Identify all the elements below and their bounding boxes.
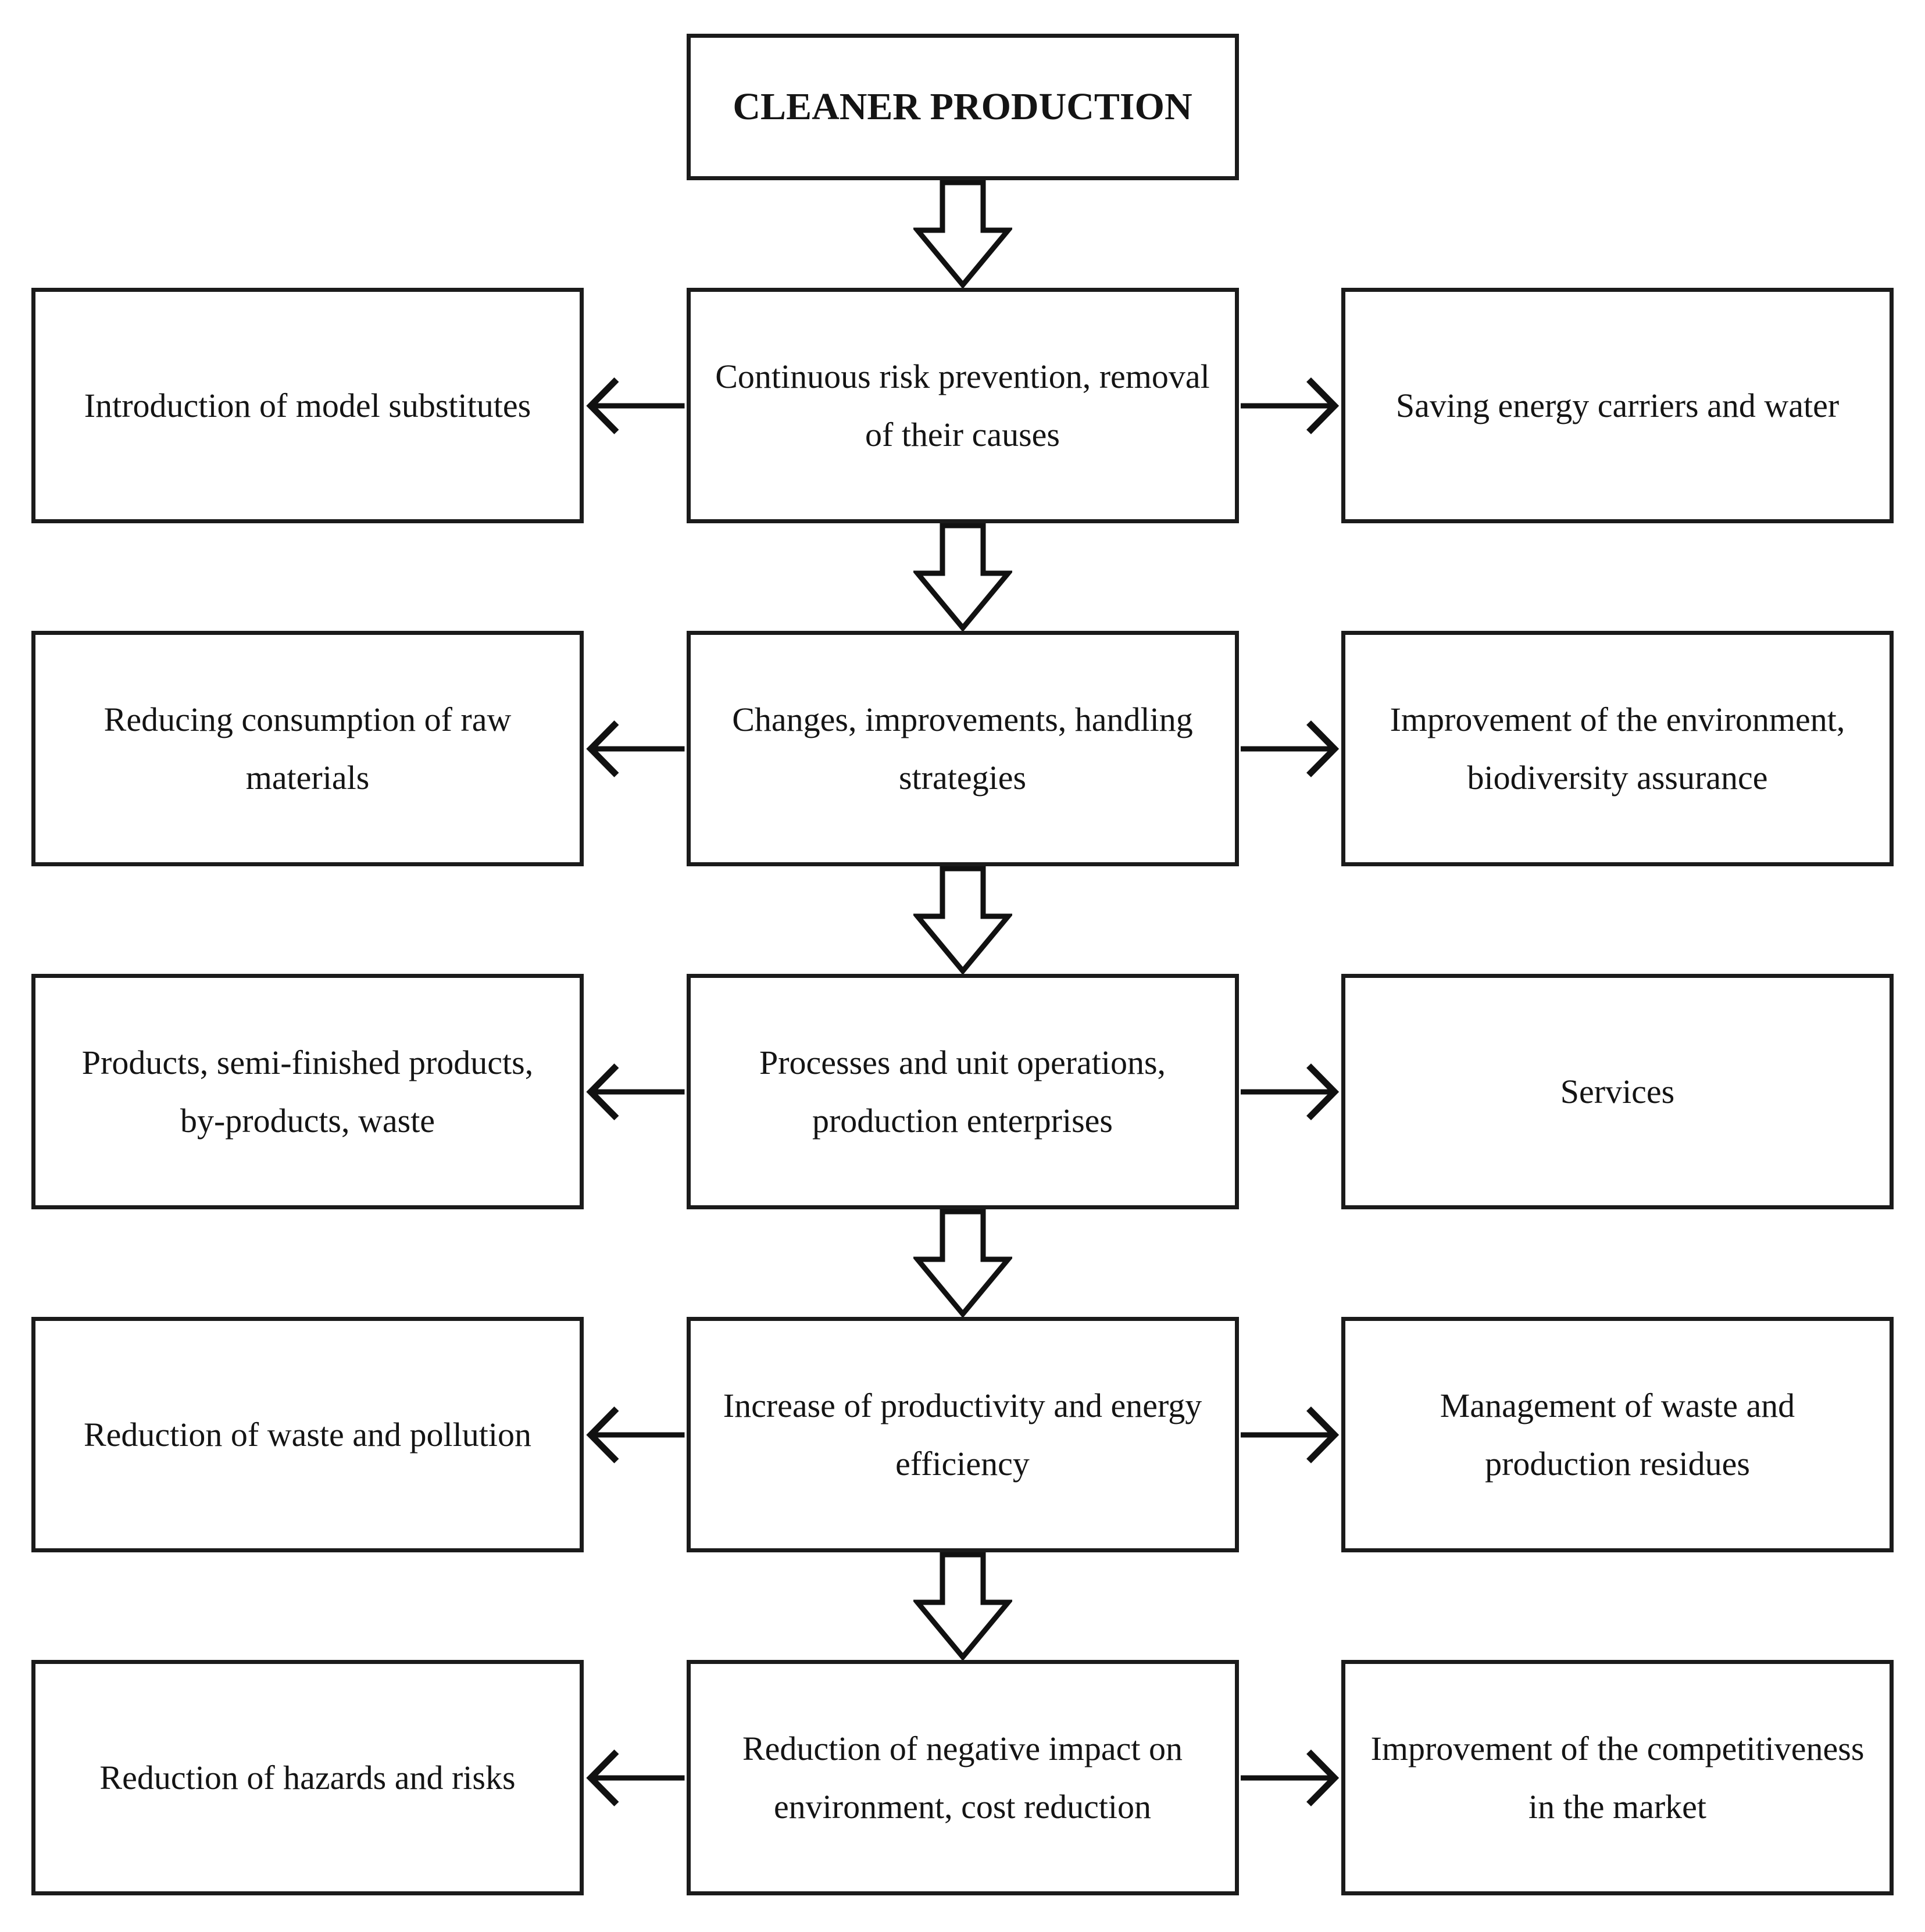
box-environment-biodiversity: Improvement of the environment, biodiver…	[1341, 631, 1894, 866]
box-label: Reducing consumption of raw materials	[103, 700, 512, 797]
box-processes-unit-operations: Processes and unit operations, productio…	[686, 974, 1239, 1209]
box-label: Continuous risk prevention, removal of t…	[715, 357, 1210, 453]
down-arrow-icon	[687, 866, 1239, 974]
title-row: CLEANER PRODUCTION	[31, 34, 1894, 180]
box-raw-materials: Reducing consumption of raw materials	[31, 631, 584, 866]
box-model-substitutes: Introduction of model substitutes	[31, 288, 584, 523]
down-arrow-icon	[687, 1552, 1239, 1660]
left-arrow-icon	[584, 974, 687, 1209]
box-energy-water-saving: Saving energy carriers and water	[1341, 288, 1894, 523]
right-arrow-icon	[1239, 1660, 1342, 1895]
right-arrow-icon	[1239, 1317, 1342, 1552]
box-hazards-risks-reduction: Reduction of hazards and risks	[31, 1660, 584, 1895]
right-arrow-icon	[1239, 631, 1342, 866]
box-waste-residues-management: Management of waste and production resid…	[1341, 1317, 1894, 1552]
arrow-row-3	[31, 866, 1894, 974]
flow-row-5: Reduction of hazards and risks Reduction…	[31, 1660, 1894, 1895]
arrow-row-2	[31, 523, 1894, 631]
right-arrow-icon	[1239, 974, 1342, 1209]
box-label: Improvement of the environment, biodiver…	[1390, 700, 1845, 797]
box-label: Increase of productivity and energy effi…	[723, 1386, 1202, 1483]
box-negative-impact-cost-reduction: Reduction of negative impact on environm…	[686, 1660, 1239, 1895]
cleaner-production-label: CLEANER PRODUCTION	[733, 85, 1192, 128]
flow-row-4: Reduction of waste and pollution Increas…	[31, 1317, 1894, 1552]
arrow-row-5	[31, 1552, 1894, 1660]
box-risk-prevention: Continuous risk prevention, removal of t…	[686, 288, 1239, 523]
flow-row-2: Reducing consumption of raw materials Ch…	[31, 631, 1894, 866]
arrow-row-4	[31, 1209, 1894, 1317]
flow-row-3: Products, semi-finished products, by-pro…	[31, 974, 1894, 1209]
box-services: Services	[1341, 974, 1894, 1209]
right-arrow-icon	[1239, 288, 1342, 523]
box-label: Improvement of the competitiveness in th…	[1370, 1729, 1865, 1826]
box-market-competitiveness: Improvement of the competitiveness in th…	[1341, 1660, 1894, 1895]
box-label: Management of waste and production resid…	[1440, 1386, 1795, 1483]
left-arrow-icon	[584, 1660, 687, 1895]
box-label: Reduction of negative impact on environm…	[742, 1729, 1183, 1826]
cleaner-production-box: CLEANER PRODUCTION	[686, 34, 1239, 180]
box-changes-improvements: Changes, improvements, handling strategi…	[686, 631, 1239, 866]
box-label: Changes, improvements, handling strategi…	[732, 700, 1193, 797]
box-products-byproducts-waste: Products, semi-finished products, by-pro…	[31, 974, 584, 1209]
box-label: Reduction of hazards and risks	[99, 1758, 516, 1797]
arrow-row-1	[31, 180, 1894, 288]
down-arrow-icon	[687, 180, 1239, 288]
down-arrow-icon	[687, 523, 1239, 631]
flow-row-1: Introduction of model substitutes Contin…	[31, 288, 1894, 523]
box-label: Introduction of model substitutes	[84, 386, 531, 424]
box-label: Reduction of waste and pollution	[84, 1415, 531, 1454]
box-label: Processes and unit operations, productio…	[759, 1043, 1166, 1140]
box-label: Products, semi-finished products, by-pro…	[81, 1043, 534, 1140]
box-label: Saving energy carriers and water	[1395, 386, 1840, 424]
left-arrow-icon	[584, 288, 687, 523]
down-arrow-icon	[687, 1209, 1239, 1317]
box-label: Services	[1560, 1072, 1675, 1110]
box-productivity-energy-efficiency: Increase of productivity and energy effi…	[686, 1317, 1239, 1552]
left-arrow-icon	[584, 631, 687, 866]
box-waste-pollution-reduction: Reduction of waste and pollution	[31, 1317, 584, 1552]
left-arrow-icon	[584, 1317, 687, 1552]
